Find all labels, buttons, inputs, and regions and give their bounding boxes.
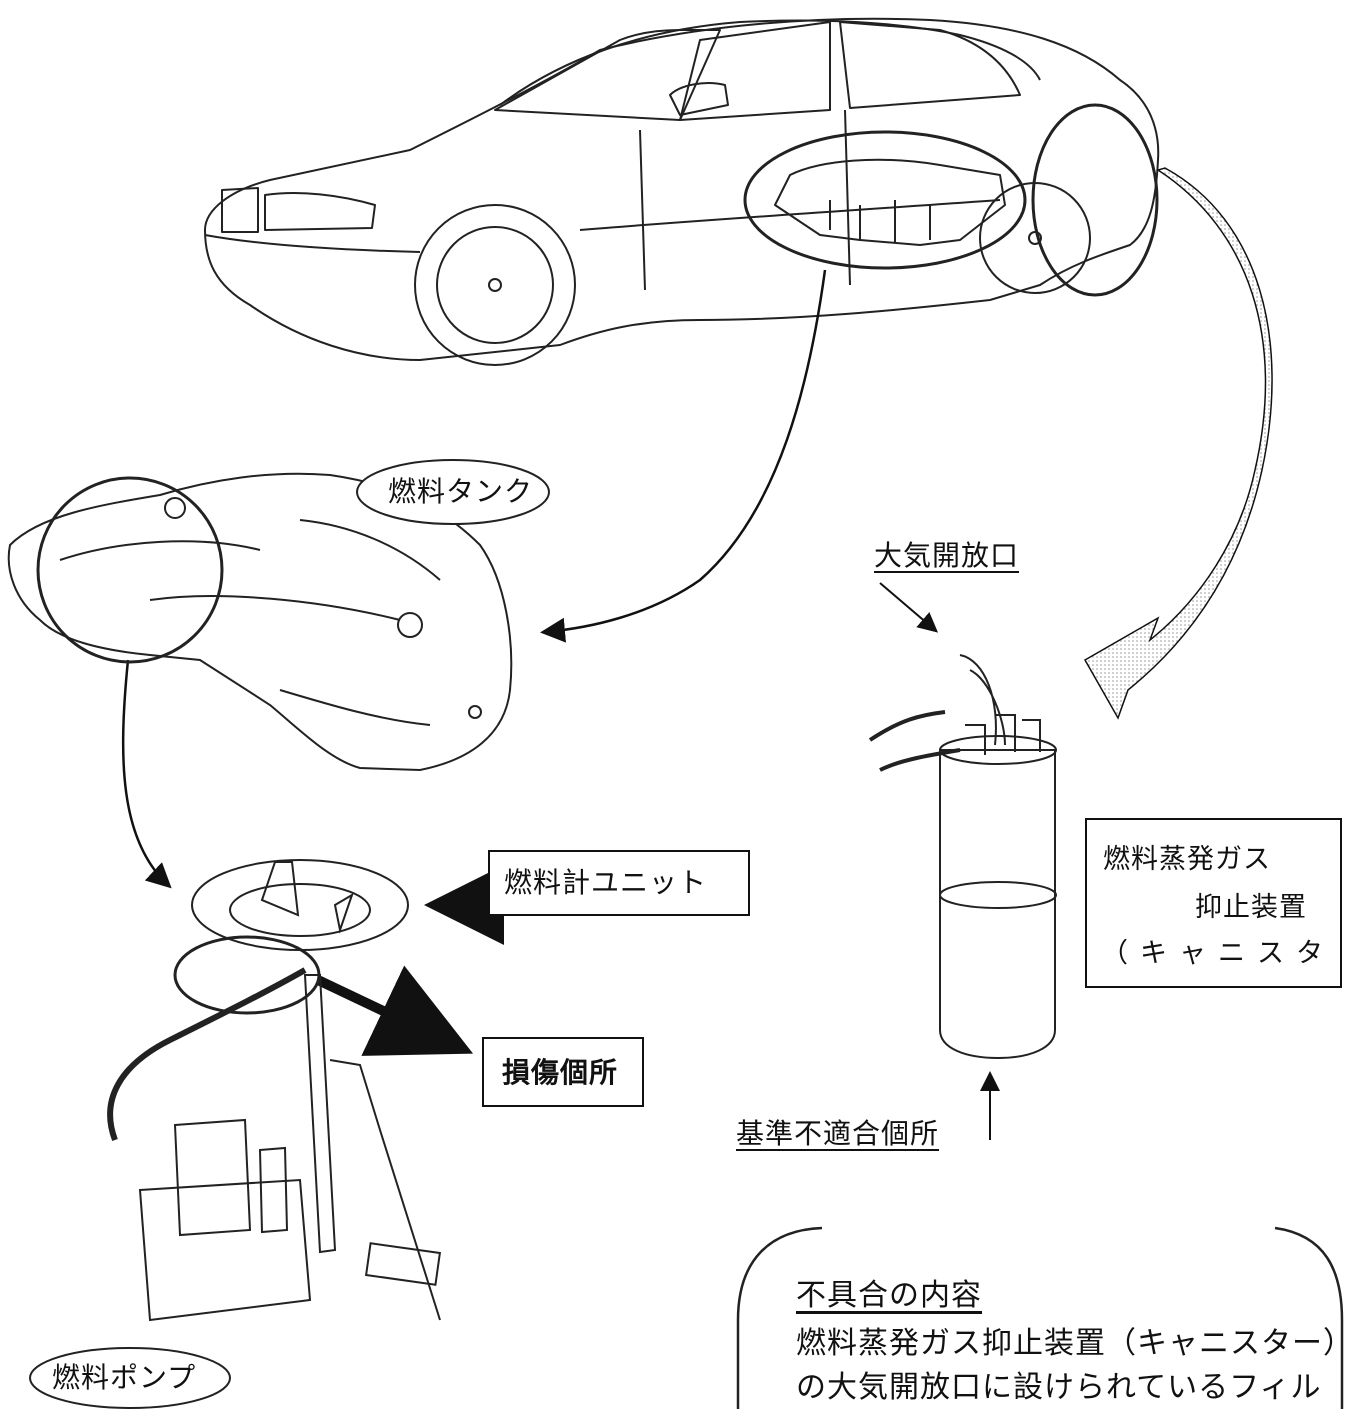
canister-vent-tubes bbox=[959, 654, 1006, 746]
note-line-2: の大気開放口に設けられているフィル bbox=[796, 1370, 1322, 1405]
fuel-gauge-unit-label: 燃料計ユニット bbox=[504, 866, 708, 899]
atmosphere-opening-label: 大気開放口 bbox=[874, 539, 1020, 572]
fuel-tank-pump-highlight bbox=[36, 476, 224, 664]
fuel-pump-float bbox=[364, 1242, 442, 1286]
arrow-damaged-area bbox=[315, 965, 474, 1056]
arrow-tank-to-pump bbox=[121, 659, 172, 889]
note-line-1: 燃料蒸発ガス抑止装置（キャニスター） bbox=[796, 1326, 1354, 1361]
car-headlight bbox=[264, 192, 376, 231]
car-body-outline bbox=[204, 17, 1160, 361]
car-front-window bbox=[679, 21, 831, 121]
fuel-pump-frame bbox=[138, 1178, 312, 1322]
fuel-tank-port-1 bbox=[164, 497, 186, 519]
canister-label-line1: 燃料蒸発ガス bbox=[1103, 844, 1271, 875]
car-front-wheel-arch bbox=[414, 204, 576, 366]
fuel-tank-port-3 bbox=[468, 705, 482, 719]
car-front-wheel-hub bbox=[488, 278, 502, 292]
arrow-car-to-canister bbox=[1083, 167, 1273, 720]
damaged-area-box: 損傷個所 bbox=[482, 1037, 644, 1107]
fuel-pump-hose bbox=[107, 967, 307, 1142]
car-tank-sketch bbox=[774, 158, 1006, 246]
fuel-pump-damage-highlight bbox=[173, 935, 321, 1015]
car-illustration bbox=[204, 17, 1160, 366]
canister-box: 燃料蒸発ガス 抑止装置 （キャニスタ bbox=[1085, 818, 1342, 988]
fuel-pump-label: 燃料ポンプ bbox=[52, 1361, 197, 1394]
fuel-pump-callout-bubble bbox=[29, 1347, 231, 1409]
car-side-mirror bbox=[669, 82, 729, 116]
car-tank-sketch-ribs bbox=[829, 200, 931, 242]
fuel-tank-callout-bubble bbox=[356, 459, 550, 525]
fuel-tank-contours bbox=[59, 519, 441, 726]
fuel-pump-top-nozzle bbox=[260, 861, 300, 917]
fuel-pump-flange-inner bbox=[229, 883, 371, 937]
arrow-atmosphere-opening bbox=[879, 582, 939, 633]
car-rear-window bbox=[839, 21, 1021, 109]
car-grille bbox=[221, 187, 259, 233]
fuel-tank-outline bbox=[7, 472, 513, 772]
car-door-line bbox=[639, 129, 646, 291]
car-roofline bbox=[499, 19, 1041, 106]
car-bumper bbox=[204, 234, 421, 253]
fuel-pump-tube bbox=[258, 1146, 289, 1234]
fuel-pump-side-tube bbox=[333, 892, 354, 934]
note-box-frame bbox=[736, 1226, 1344, 1409]
canister-hose-2 bbox=[879, 748, 961, 772]
fuel-gauge-unit-box: 燃料計ユニット bbox=[488, 850, 750, 916]
car-tank-highlight-ellipse bbox=[743, 130, 1027, 270]
car-windshield bbox=[494, 29, 721, 121]
canister-ports bbox=[965, 714, 1041, 755]
canister-hose-1 bbox=[868, 710, 946, 742]
car-rear-wheel bbox=[979, 182, 1091, 294]
car-rear-highlight-ellipse bbox=[1031, 103, 1159, 297]
nonconforming-area-label: 基準不適合個所 bbox=[736, 1117, 940, 1150]
fuel-pump-illustration bbox=[107, 859, 442, 1322]
fuel-pump-body bbox=[173, 1118, 252, 1237]
damaged-area-label: 損傷個所 bbox=[502, 1056, 619, 1089]
canister-illustration bbox=[868, 654, 1057, 1060]
fuel-tank-label: 燃料タンク bbox=[388, 475, 534, 508]
fuel-pump-sender-arm bbox=[303, 974, 441, 1321]
car-body-crease bbox=[579, 199, 1001, 231]
car-door-line-2 bbox=[844, 109, 851, 286]
fuel-tank-illustration bbox=[7, 472, 513, 772]
car-front-wheel bbox=[436, 226, 554, 344]
canister-label-line2: 抑止装置 bbox=[1195, 892, 1307, 923]
fuel-tank-port-2 bbox=[397, 612, 423, 638]
canister-body bbox=[939, 749, 1056, 1060]
note-heading: 不具合の内容 bbox=[796, 1278, 982, 1313]
arrow-car-to-tank bbox=[540, 269, 827, 643]
canister-top bbox=[939, 735, 1057, 765]
canister-label-line3: （キャニスタ bbox=[1101, 938, 1335, 969]
canister-ring bbox=[939, 881, 1057, 909]
